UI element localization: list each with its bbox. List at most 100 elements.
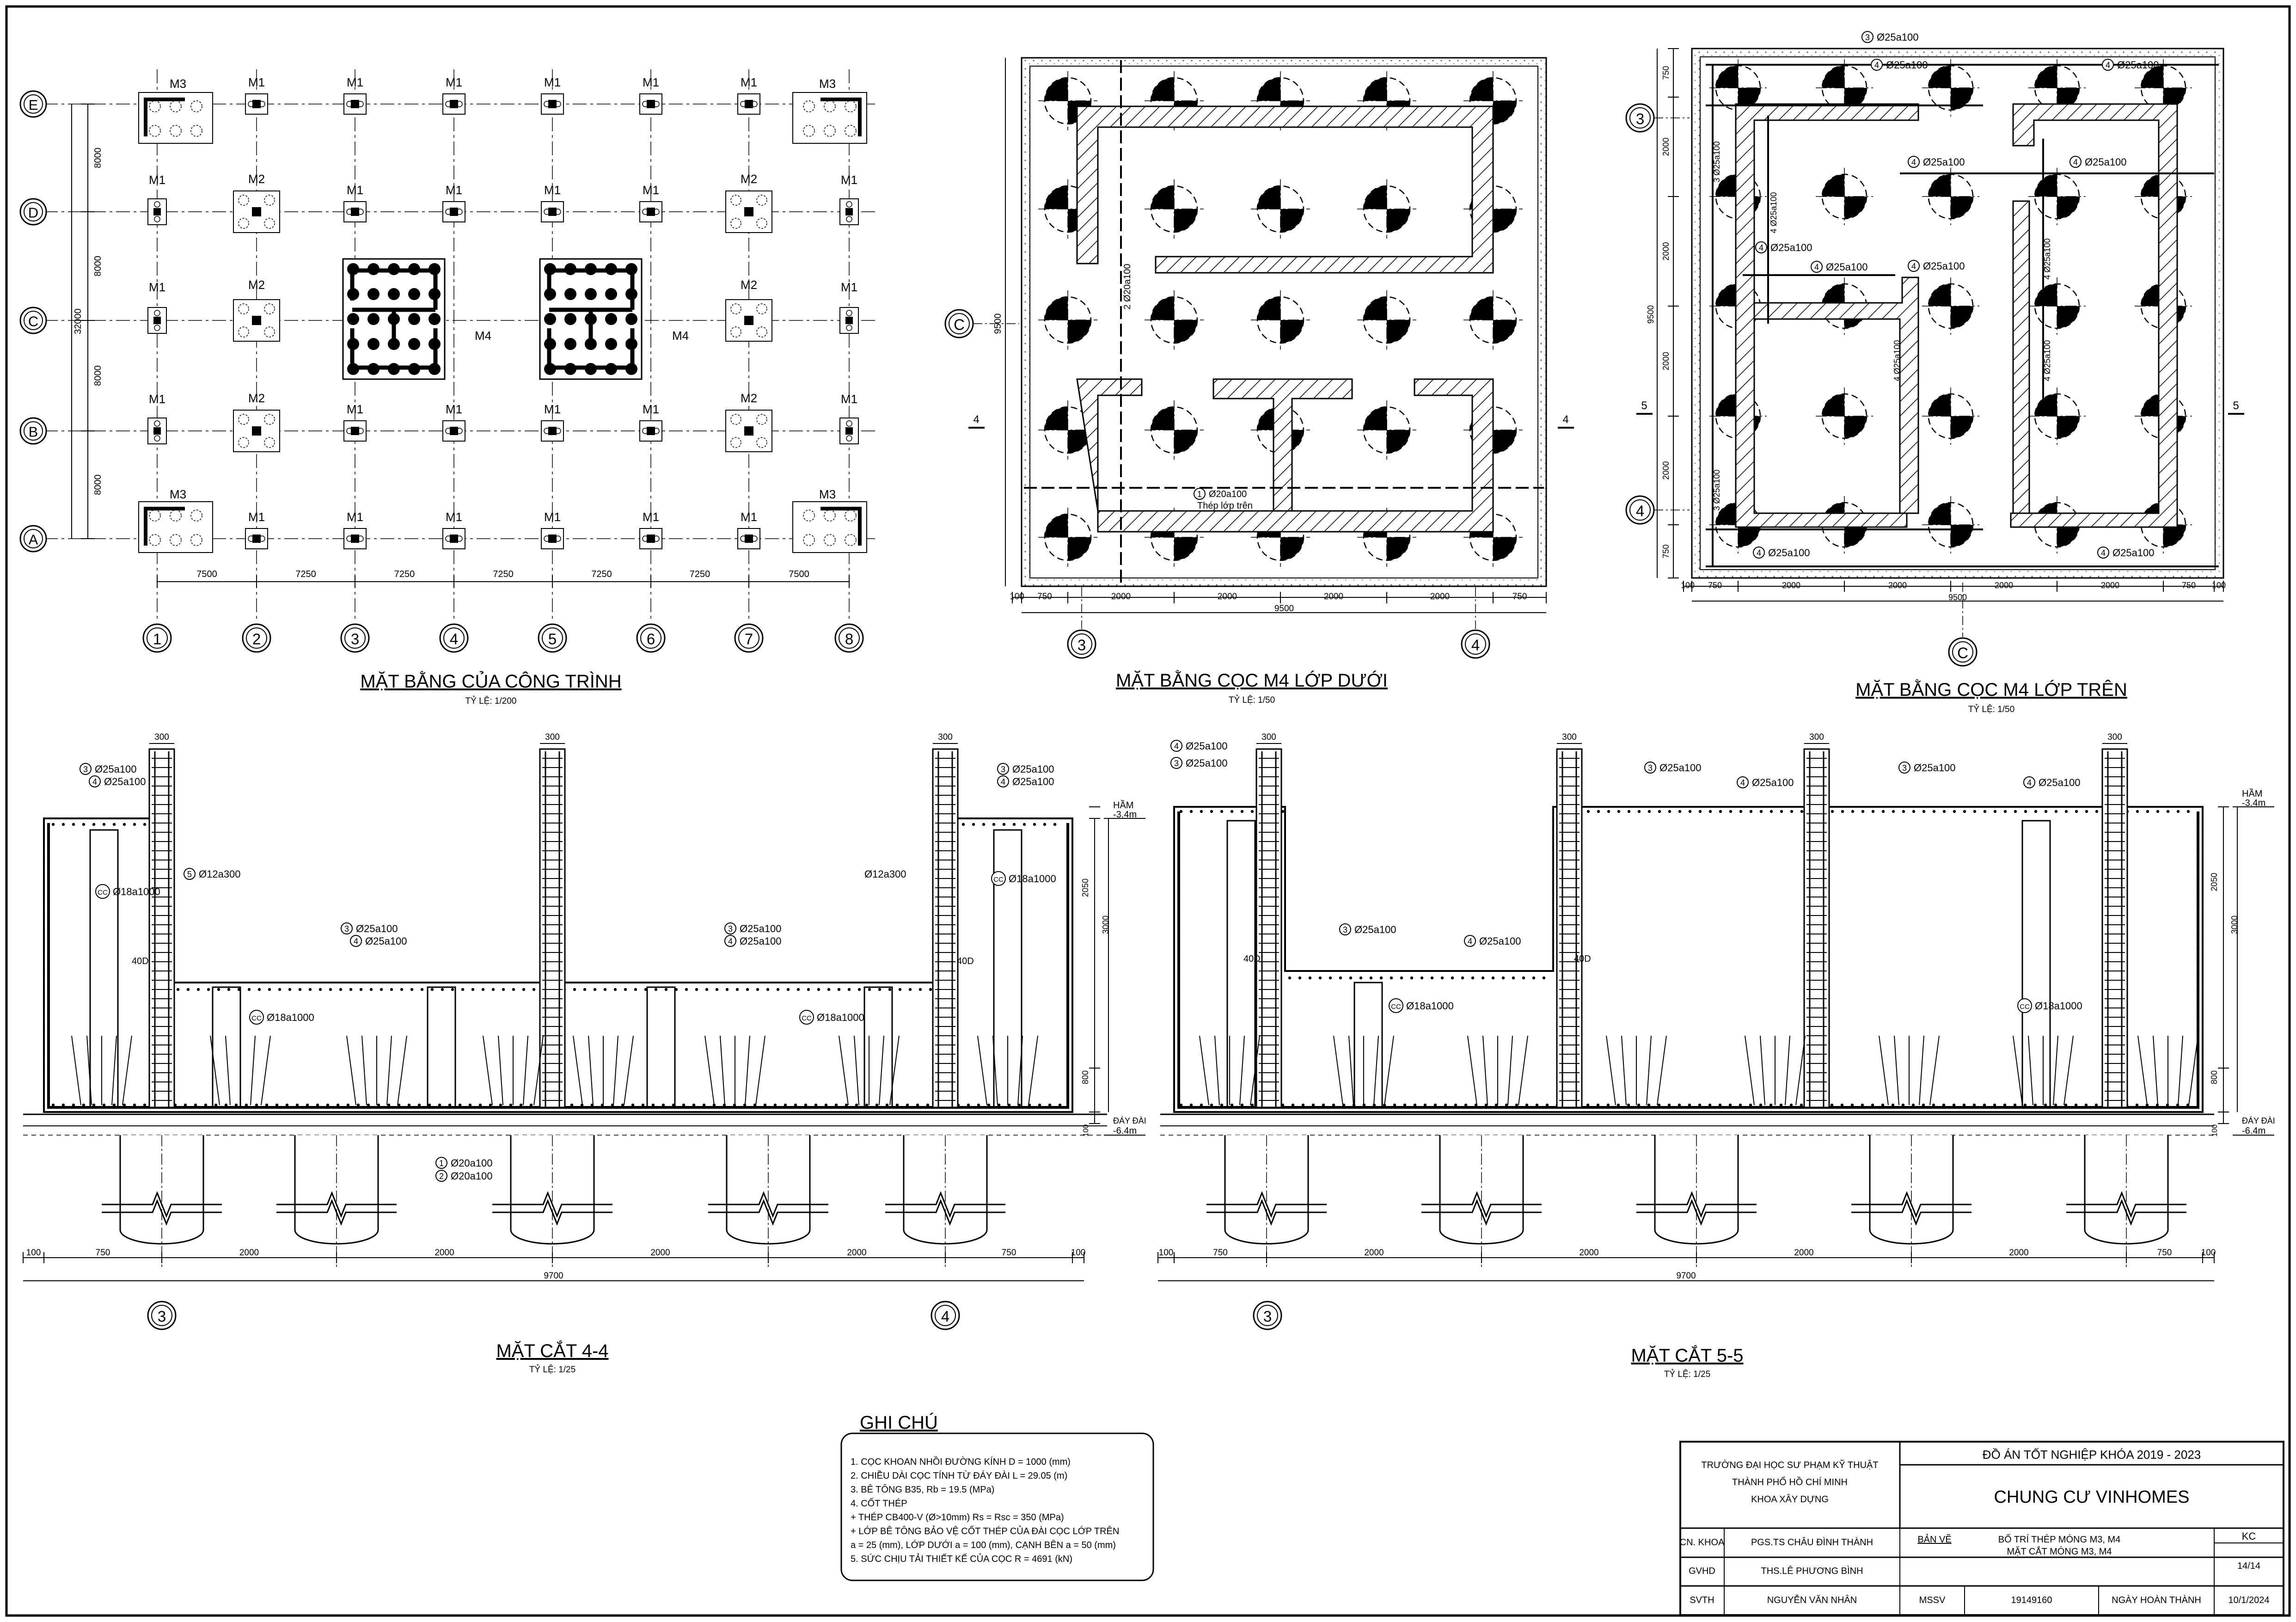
pile-fill bbox=[2057, 525, 2079, 547]
rebar-tag-number: 1 bbox=[1197, 490, 1202, 499]
pile-fill bbox=[1716, 503, 1738, 525]
rebar-dot bbox=[1066, 1052, 1070, 1056]
rebar-dot bbox=[743, 1103, 747, 1107]
pile-mark bbox=[585, 288, 597, 300]
rebar-dot bbox=[898, 988, 902, 991]
rebar-dot bbox=[298, 988, 302, 991]
pile-bar bbox=[992, 1035, 998, 1106]
pile-bar bbox=[1028, 1035, 1038, 1106]
rebar-dot bbox=[1066, 1025, 1070, 1028]
footing-label: M1 bbox=[446, 75, 462, 89]
rebar-dot bbox=[1647, 1103, 1651, 1107]
rebar-dot bbox=[1332, 1103, 1335, 1107]
rebar-tag-number: 3 bbox=[344, 924, 349, 934]
rebar-dot bbox=[390, 988, 393, 991]
rebar-dot bbox=[1177, 1043, 1181, 1047]
rebar-dot bbox=[888, 988, 892, 991]
rebar-dot bbox=[61, 823, 65, 826]
rebar-dot bbox=[1728, 1103, 1732, 1107]
pile-fill bbox=[1493, 320, 1516, 343]
rebar-dot bbox=[1200, 1103, 1203, 1107]
rebar-dot bbox=[651, 1103, 655, 1107]
pile-mark bbox=[429, 313, 441, 325]
rebar-4-label: Ø25a100 bbox=[1768, 547, 1810, 559]
rebar-tag bbox=[1861, 31, 1874, 43]
note-line-8: 5. SỨC CHỊU TẢI THIẾT KẾ CỦA CỌC R = 469… bbox=[851, 1553, 1072, 1564]
rebar-dot bbox=[1066, 872, 1070, 876]
pile-fill bbox=[1822, 394, 1844, 416]
rebar-dot bbox=[1048, 1103, 1052, 1107]
rebar-dot bbox=[1698, 1103, 1702, 1107]
pile-bar bbox=[755, 1035, 765, 1106]
col-dim: 7500 bbox=[196, 569, 217, 579]
pile-fill bbox=[2141, 284, 2163, 306]
rebar-dot bbox=[451, 988, 454, 991]
pile-mark bbox=[605, 313, 617, 325]
rebar-dot bbox=[1058, 1103, 1062, 1107]
rebar-dot bbox=[1932, 810, 1936, 813]
rebar-tag-number: 4 bbox=[92, 777, 97, 786]
rebar-dot bbox=[47, 1038, 50, 1042]
pile-bar bbox=[361, 1035, 367, 1106]
rebar-tag-number: 4 bbox=[2106, 61, 2110, 70]
school-line-2: THÀNH PHỐ HỒ CHÍ MINH bbox=[1732, 1476, 1848, 1487]
rebar-tag bbox=[1908, 156, 1920, 168]
section-dim: 750 bbox=[2157, 1248, 2172, 1258]
note-line-4: 4. CỐT THÉP bbox=[851, 1498, 907, 1509]
rebar-dot bbox=[834, 1103, 838, 1107]
rebar-dot bbox=[1177, 1001, 1181, 1005]
rebar-dot bbox=[837, 988, 841, 991]
footing-label: M1 bbox=[446, 510, 462, 524]
rebar-dot bbox=[875, 1103, 879, 1107]
row-dim: 8000 bbox=[93, 474, 103, 495]
rebar-4-label: Ø25a100 bbox=[1012, 776, 1054, 787]
pile-bar bbox=[1507, 1035, 1513, 1106]
rebar-tag-number: 3 bbox=[1865, 33, 1870, 42]
rebar-dot bbox=[336, 1103, 340, 1107]
pile-fill bbox=[1068, 430, 1091, 453]
cc-tag bbox=[2017, 998, 2032, 1013]
rebar-dot bbox=[1349, 976, 1353, 980]
pile-fill bbox=[1822, 284, 1844, 306]
rebar-dot bbox=[519, 1103, 523, 1107]
cc-label: CC bbox=[993, 876, 1004, 884]
pile-fill bbox=[2141, 66, 2163, 88]
rebar-dot bbox=[1718, 1103, 1722, 1107]
lower-dim: 2000 bbox=[1218, 592, 1237, 602]
footing-label: M1 bbox=[347, 402, 363, 416]
rebar-4-label: Ø25a100 bbox=[2112, 547, 2155, 559]
pile-bar bbox=[2013, 1035, 2023, 1106]
pile-fill bbox=[1387, 537, 1410, 560]
rebar-dot bbox=[1177, 960, 1181, 964]
u-bar bbox=[89, 829, 119, 1107]
rebar-dot bbox=[1586, 1103, 1590, 1107]
rebar-dot bbox=[773, 1103, 777, 1107]
rebar-dot bbox=[2176, 1103, 2180, 1107]
pile-bar bbox=[2053, 1035, 2058, 1106]
pile-mark bbox=[347, 313, 359, 325]
column bbox=[252, 316, 261, 325]
row-dim: 8000 bbox=[93, 256, 103, 276]
rebar-dot bbox=[47, 844, 50, 848]
rebar-dot bbox=[1953, 810, 1956, 813]
rebar-tag bbox=[435, 1157, 447, 1169]
footing-label: M2 bbox=[741, 391, 757, 405]
note-line-6: + LỚP BÊ TÔNG BẢO VỆ CỐT THÉP CỦA ĐÀI CỌ… bbox=[851, 1525, 1119, 1536]
footing-label: M1 bbox=[643, 402, 659, 416]
column bbox=[647, 100, 655, 108]
rebar-dot bbox=[1288, 976, 1292, 980]
rebar-dot bbox=[1851, 810, 1855, 813]
pile-bar bbox=[1467, 1035, 1477, 1106]
pile-fill bbox=[1280, 537, 1304, 560]
pile-section bbox=[510, 1135, 595, 1245]
pile-section bbox=[294, 1135, 379, 1245]
rebar-dot bbox=[316, 1103, 319, 1107]
column bbox=[450, 100, 458, 108]
rebar-dot bbox=[1177, 835, 1181, 839]
rebar-dot bbox=[1891, 1103, 1895, 1107]
rebar-4-label: Ø25a100 bbox=[1752, 777, 1794, 788]
rebar-4-label: Ø25a100 bbox=[2085, 156, 2127, 168]
upper-dim: 2000 bbox=[1995, 581, 2013, 590]
rebar-tag-number: 4 bbox=[354, 937, 358, 946]
